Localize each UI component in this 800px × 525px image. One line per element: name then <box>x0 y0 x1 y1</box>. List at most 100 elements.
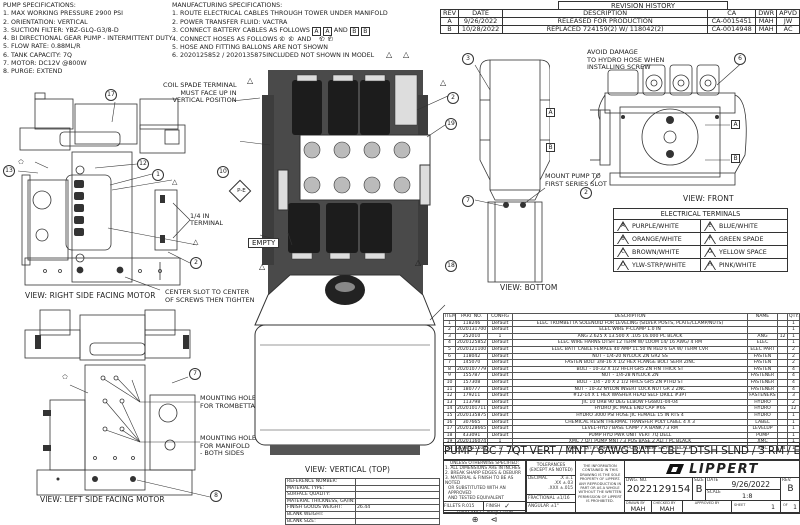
mfg-spec-item: 5. HOSE AND FITTING BALLONS ARE NOT SHOW… <box>172 44 328 52</box>
empty-label: EMPTY <box>248 238 280 248</box>
callout-line: FOR TROMBETTA <box>200 401 255 410</box>
mfg-spec-text: 4. CONNECT HOSES AS FOLLOWS <box>172 35 278 43</box>
bom-col-header <box>777 313 788 321</box>
terminal-a-triangle-icon: △ <box>259 262 266 271</box>
drawing-title: PUMP / BC / 7QT VERT / MNT / 6AWG BATT C… <box>444 443 800 460</box>
bom-cell: LEVELUP <box>747 425 778 433</box>
bom-col-header: CONFIG <box>487 313 513 321</box>
terminal-tag: E <box>708 223 712 229</box>
rev-label: REV. <box>782 478 792 483</box>
checked-by-label: CHECKED BY <box>653 501 676 505</box>
general-note-item: 3. MATERIAL & FINISH TO BE AS NOTED <box>445 476 514 486</box>
bom-cell: Default <box>487 425 513 433</box>
bom-cell <box>777 405 788 413</box>
bom-cell: FASTEN BOLT 3/8-16 X 1/2 HEX FLANGE BOLT… <box>512 359 748 367</box>
callout-line: 1/4 IN <box>190 212 210 220</box>
bom-cell: 3 <box>787 392 800 400</box>
bom-cell: FASTENER <box>747 378 778 387</box>
checked-by-cell: CHECKED BY MAH <box>651 500 683 514</box>
bom-cell: Default <box>487 319 513 328</box>
bom-cell: Default <box>487 345 513 354</box>
bom-cell: 4 <box>787 365 800 374</box>
bom-cell: HYDRO <box>747 398 778 407</box>
bom-cell: LABEL <box>747 418 778 427</box>
bom-cell: 118042 <box>455 352 488 361</box>
property-row: FINISH GOODS WEIGHT:26.44 <box>285 504 440 512</box>
callout-quarter-terminal: 1/4 IN TERMINAL <box>190 213 223 227</box>
bom-cell: HYDRO JIC MALE END CAP #6S <box>512 405 748 413</box>
bom-cell: 8 <box>443 365 456 374</box>
bom-cell: 4 <box>443 339 456 347</box>
bom-cell: 2020128665 <box>455 425 488 433</box>
pump-spec-item: 7. MOTOR: DC12V @800W <box>3 60 87 68</box>
of-cell: OF 1 <box>780 500 800 514</box>
hose-tag-y: Y <box>319 36 323 43</box>
bom-cell: 113798 <box>455 398 488 407</box>
bom-cell <box>777 326 788 334</box>
terminal-tag-b: B <box>360 26 370 36</box>
bom-cell: 1 <box>787 339 800 347</box>
pump-spec-item: 3. SUCTION FILTER: YBZ-GLQ-G3/8-D <box>3 26 119 34</box>
proprietary-notice: THE INFORMATION CONTAINED IN THIS DRAWIN… <box>578 464 622 504</box>
bom-cell: Default <box>487 398 513 407</box>
bom-cell <box>777 425 788 433</box>
pump-spec-item: 1. MAX WORKING PRESSURE 2900 PSI <box>3 10 123 18</box>
bom-cell: FASTEN <box>747 365 778 374</box>
bom-cell: 155787 <box>455 372 488 380</box>
callout-line: CENTER SLOT TO CENTER <box>165 288 250 296</box>
projection-label: THIRD ANGLE PROJECTION <box>455 511 514 516</box>
bom-cell: 17 <box>443 425 456 433</box>
view-vertical-top-title: VIEW: VERTICAL (TOP) <box>305 465 391 474</box>
bom-cell <box>747 319 778 328</box>
drawn-by-value: MAH <box>630 505 646 513</box>
angular-tolerance: ANGULAR ±1° <box>528 504 559 509</box>
and-label: AND <box>297 35 312 43</box>
bom-cell: 2020135875 <box>455 411 488 420</box>
hose-tag-x-icon: ⬠ <box>279 35 286 43</box>
terminal-g-triangle-icon: △ <box>193 238 199 246</box>
decimal-label: DECIMAL <box>528 476 548 481</box>
bom-cell: 12 <box>777 332 788 341</box>
callout-mount-pump: MOUNT PUMP TO FIRST SERIES SLOT <box>545 172 607 188</box>
bom-cell <box>777 385 788 394</box>
bom-cell <box>777 339 788 347</box>
terminal-color: GREEN SPADE <box>719 236 764 243</box>
dwg-no-label: DWG. NO. <box>626 478 648 483</box>
bom-table: ITEM PART NO. CONFIG DESCRIPTION NAME QT… <box>443 313 800 453</box>
properties-body: REFERENCE NUMBER:MATERIAL TYPE:SURFACE Q… <box>285 478 440 525</box>
bom-cell: BOLT - 1/4 - 20 X 2 1/2 HHCS GR5 ZN PTHD… <box>512 378 748 387</box>
callout-mount-trombetta: MOUNTING HOLES FOR TROMBETTA <box>200 394 261 410</box>
bom-header-row: ITEM PART NO. CONFIG DESCRIPTION NAME QT… <box>443 313 800 321</box>
callout-line: FIRST SERIES SLOT <box>545 179 607 188</box>
callout-line: TO HYDRO HOSE WHEN <box>587 55 665 64</box>
bom-cell: NUT - 1/4-20 NYLOCK ZN GR2 SS <box>512 352 748 361</box>
balloon-8: 8 <box>210 490 222 502</box>
bom-cell: 4 <box>787 372 800 380</box>
projection-cone-icon: ⊲ <box>490 515 498 524</box>
bom-cell: FASTENER <box>747 372 778 380</box>
terminal-triangle-icon: C <box>617 247 629 257</box>
revision-row: B 10/28/2022 REPLACED 724159(2) W/ 11804… <box>439 25 800 34</box>
bom-cell: 2020131700 <box>455 326 488 334</box>
property-row: REFERENCE NUMBER: <box>285 478 440 486</box>
general-notes-cell: UNLESS OTHERWISE SPECIFIED: 1. ALL DIMEN… <box>443 460 526 524</box>
decimal-value: .XX ±.03 <box>553 481 573 486</box>
pump-spec-item: 2. ORIENTATION: VERTICAL <box>3 18 88 26</box>
bom-cell: ELEC WIRE P-CLAMP 1.0 IN <box>512 326 748 334</box>
bom-cell: 1 <box>787 411 800 420</box>
callout-line: AVOID DAMAGE <box>587 48 638 56</box>
bom-col-header: NAME <box>747 313 778 321</box>
bom-cell <box>777 365 788 374</box>
terminal-tag: H <box>708 262 712 268</box>
bom-cell: Default <box>487 392 513 400</box>
bom-cell <box>777 372 788 380</box>
callout-line: MOUNTING HOLES <box>200 394 261 402</box>
